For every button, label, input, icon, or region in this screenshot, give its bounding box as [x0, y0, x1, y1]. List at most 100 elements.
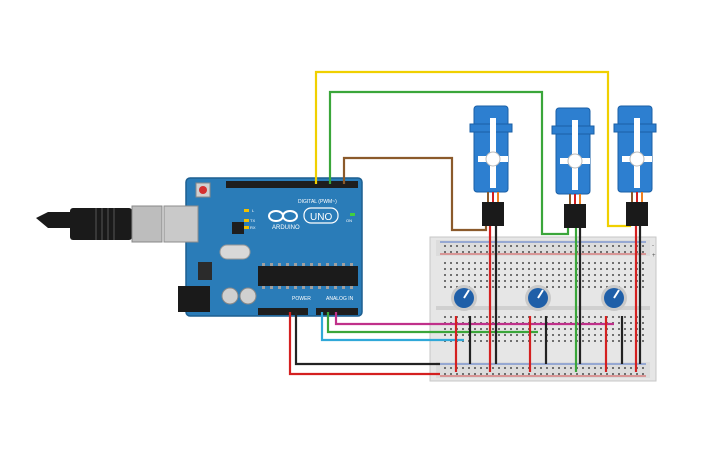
breadboard-hole[interactable] — [522, 251, 524, 253]
breadboard-hole[interactable] — [444, 268, 446, 270]
breadboard-hole[interactable] — [528, 268, 530, 270]
breadboard-hole[interactable] — [630, 280, 632, 282]
breadboard-hole[interactable] — [498, 367, 500, 369]
breadboard-hole[interactable] — [444, 316, 446, 318]
breadboard-hole[interactable] — [516, 328, 518, 330]
breadboard-hole[interactable] — [534, 316, 536, 318]
breadboard-hole[interactable] — [630, 274, 632, 276]
breadboard-hole[interactable] — [564, 268, 566, 270]
breadboard-hole[interactable] — [582, 268, 584, 270]
breadboard-hole[interactable] — [570, 274, 572, 276]
breadboard-hole[interactable] — [516, 262, 518, 264]
breadboard-hole[interactable] — [582, 280, 584, 282]
breadboard-hole[interactable] — [570, 268, 572, 270]
breadboard-hole[interactable] — [624, 262, 626, 264]
breadboard-hole[interactable] — [522, 328, 524, 330]
breadboard-hole[interactable] — [492, 367, 494, 369]
breadboard-hole[interactable] — [534, 280, 536, 282]
breadboard-hole[interactable] — [630, 328, 632, 330]
breadboard-hole[interactable] — [444, 373, 446, 375]
breadboard-hole[interactable] — [492, 316, 494, 318]
breadboard-hole[interactable] — [492, 245, 494, 247]
breadboard-hole[interactable] — [642, 251, 644, 253]
breadboard-hole[interactable] — [498, 373, 500, 375]
breadboard-hole[interactable] — [492, 286, 494, 288]
breadboard-hole[interactable] — [564, 334, 566, 336]
breadboard-hole[interactable] — [558, 251, 560, 253]
breadboard-hole[interactable] — [492, 251, 494, 253]
breadboard-hole[interactable] — [630, 367, 632, 369]
breadboard-hole[interactable] — [480, 245, 482, 247]
breadboard-hole[interactable] — [612, 251, 614, 253]
breadboard-hole[interactable] — [624, 245, 626, 247]
breadboard-hole[interactable] — [510, 340, 512, 342]
breadboard-hole[interactable] — [606, 286, 608, 288]
breadboard-hole[interactable] — [600, 286, 602, 288]
breadboard-hole[interactable] — [480, 268, 482, 270]
breadboard-hole[interactable] — [558, 262, 560, 264]
breadboard-hole[interactable] — [444, 334, 446, 336]
breadboard-hole[interactable] — [516, 280, 518, 282]
breadboard-hole[interactable] — [528, 274, 530, 276]
breadboard-hole[interactable] — [510, 328, 512, 330]
breadboard-hole[interactable] — [624, 280, 626, 282]
breadboard-hole[interactable] — [600, 328, 602, 330]
breadboard-hole[interactable] — [444, 328, 446, 330]
breadboard-hole[interactable] — [618, 373, 620, 375]
breadboard-hole[interactable] — [618, 274, 620, 276]
breadboard-hole[interactable] — [474, 373, 476, 375]
breadboard-hole[interactable] — [504, 334, 506, 336]
breadboard-hole[interactable] — [444, 251, 446, 253]
breadboard-hole[interactable] — [570, 316, 572, 318]
breadboard-hole[interactable] — [480, 334, 482, 336]
servo-3[interactable] — [613, 105, 657, 226]
breadboard-hole[interactable] — [594, 286, 596, 288]
breadboard-hole[interactable] — [612, 373, 614, 375]
breadboard-hole[interactable] — [468, 262, 470, 264]
breadboard-hole[interactable] — [486, 245, 488, 247]
breadboard-hole[interactable] — [642, 322, 644, 324]
breadboard-hole[interactable] — [540, 274, 542, 276]
breadboard-hole[interactable] — [498, 340, 500, 342]
breadboard-hole[interactable] — [606, 274, 608, 276]
breadboard-hole[interactable] — [594, 245, 596, 247]
breadboard-hole[interactable] — [642, 268, 644, 270]
breadboard-hole[interactable] — [462, 334, 464, 336]
breadboard-hole[interactable] — [642, 262, 644, 264]
breadboard-hole[interactable] — [618, 245, 620, 247]
breadboard-hole[interactable] — [504, 245, 506, 247]
breadboard-hole[interactable] — [516, 334, 518, 336]
breadboard-hole[interactable] — [588, 251, 590, 253]
breadboard-hole[interactable] — [612, 316, 614, 318]
breadboard-hole[interactable] — [516, 340, 518, 342]
breadboard-hole[interactable] — [480, 373, 482, 375]
breadboard-hole[interactable] — [480, 262, 482, 264]
breadboard-hole[interactable] — [474, 286, 476, 288]
breadboard-hole[interactable] — [624, 340, 626, 342]
breadboard-hole[interactable] — [528, 373, 530, 375]
breadboard-hole[interactable] — [510, 251, 512, 253]
breadboard-hole[interactable] — [594, 251, 596, 253]
breadboard-hole[interactable] — [486, 268, 488, 270]
breadboard-hole[interactable] — [570, 280, 572, 282]
breadboard-hole[interactable] — [498, 316, 500, 318]
breadboard-hole[interactable] — [558, 328, 560, 330]
breadboard-hole[interactable] — [624, 373, 626, 375]
breadboard-hole[interactable] — [552, 280, 554, 282]
breadboard-hole[interactable] — [450, 328, 452, 330]
breadboard-hole[interactable] — [636, 373, 638, 375]
breadboard-hole[interactable] — [474, 268, 476, 270]
breadboard-hole[interactable] — [486, 251, 488, 253]
breadboard-hole[interactable] — [552, 334, 554, 336]
breadboard-hole[interactable] — [588, 268, 590, 270]
breadboard-hole[interactable] — [450, 268, 452, 270]
breadboard-hole[interactable] — [630, 251, 632, 253]
breadboard-hole[interactable] — [570, 262, 572, 264]
breadboard-hole[interactable] — [552, 268, 554, 270]
breadboard-hole[interactable] — [450, 367, 452, 369]
breadboard-hole[interactable] — [546, 373, 548, 375]
breadboard-hole[interactable] — [630, 262, 632, 264]
breadboard-hole[interactable] — [540, 280, 542, 282]
breadboard-hole[interactable] — [504, 328, 506, 330]
breadboard-hole[interactable] — [516, 373, 518, 375]
